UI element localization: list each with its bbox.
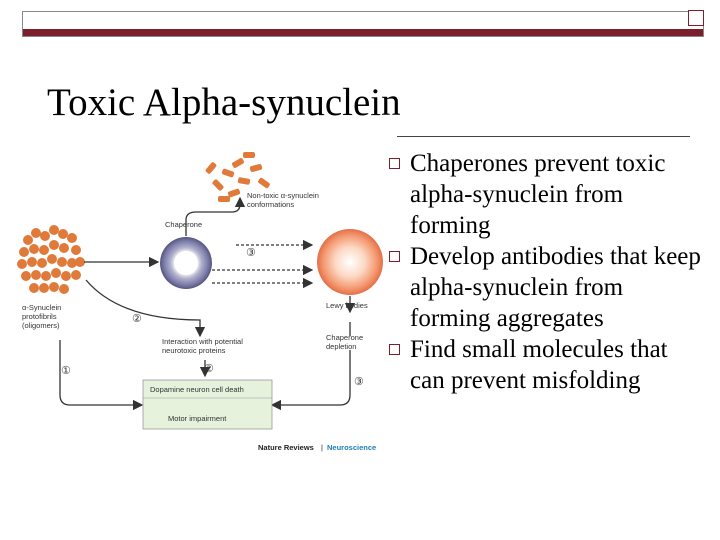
step1-label: ① — [61, 365, 71, 377]
credit-right: Neuroscience — [327, 443, 376, 452]
step2-label-left: ② — [132, 313, 142, 325]
step3-label-bottom: ③ — [354, 376, 364, 388]
nontoxic-label-2: conformations — [247, 200, 294, 209]
chaperone-depletion-label-2: depletion — [326, 342, 356, 351]
bullet-item-antibodies: Develop antibodies that keep alpha-synuc… — [388, 241, 708, 334]
slide-corner-box — [688, 10, 704, 26]
nontoxic-label-1: Non-toxic α-synuclein — [247, 191, 319, 200]
alpha-synuclein-diagram: Non-toxic α-synuclein conformations α-Sy… — [17, 152, 383, 452]
credit-left: Nature Reviews — [258, 443, 314, 452]
bullet-text: Find small molecules that can prevent mi… — [410, 336, 668, 394]
lewy-bodies-label: Lewy bodies — [326, 301, 368, 310]
interaction-label-2: neurotoxic proteins — [162, 346, 226, 355]
interaction-label-1: Interaction with potential — [162, 337, 243, 346]
credit-separator: | — [321, 443, 323, 452]
protofibrils-label-3: (oligomers) — [22, 321, 60, 330]
square-bullet-icon — [389, 344, 400, 355]
slide-title: Toxic Alpha-synuclein — [47, 81, 401, 124]
square-bullet-icon — [389, 158, 400, 169]
title-divider — [397, 136, 690, 137]
protofibrils-icon — [17, 225, 85, 294]
outcome-box — [142, 379, 273, 430]
lewy-body-icon — [317, 229, 383, 295]
chaperone-label: Chaperone — [165, 220, 202, 229]
chaperone-depletion-label-1: Chaperone — [326, 333, 363, 342]
nontoxic-conformations-icon — [205, 152, 270, 202]
bullet-list: Chaperones prevent toxic alpha-synuclein… — [388, 148, 708, 396]
bullet-item-chaperones: Chaperones prevent toxic alpha-synuclein… — [388, 148, 708, 241]
motor-impairment-label: Motor impairment — [168, 414, 227, 423]
square-bullet-icon — [389, 251, 400, 262]
bullet-text: Develop antibodies that keep alpha-synuc… — [410, 243, 701, 332]
cell-death-label: Dopamine neuron cell death — [150, 385, 244, 394]
step2-label-center: ② — [204, 363, 214, 375]
protofibrils-label-1: α-Synuclein — [22, 303, 61, 312]
bullet-item-small-molecules: Find small molecules that can prevent mi… — [388, 334, 708, 396]
slide-top-bar — [23, 29, 703, 36]
step3-label-top: ③ — [246, 247, 256, 259]
protofibrils-label-2: protofibrils — [22, 312, 57, 321]
bullet-text: Chaperones prevent toxic alpha-synuclein… — [410, 150, 666, 239]
